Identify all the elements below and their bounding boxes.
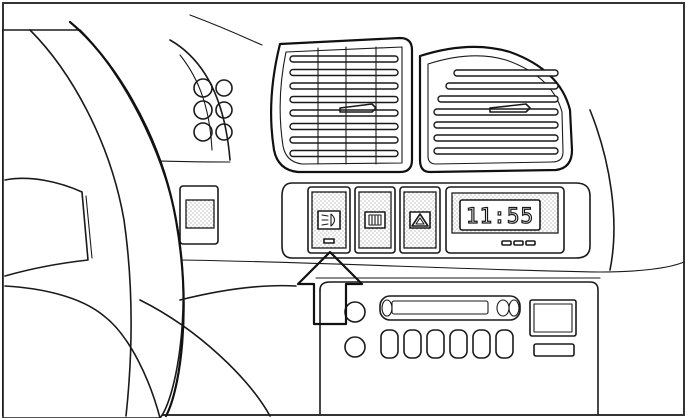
hazard-triangle-icon: [411, 213, 429, 227]
radio-eject-button[interactable]: [533, 343, 575, 357]
clock-display: 11:55: [445, 186, 565, 254]
radio-preset-button[interactable]: [426, 329, 445, 359]
cassette-slot: [379, 295, 521, 321]
left-vent-slat: [289, 95, 399, 104]
right-vent-slat: [433, 147, 559, 155]
radio-preset-button[interactable]: [403, 329, 422, 359]
radio-left-knob-top[interactable]: [344, 301, 366, 323]
lower-dash-curve: [139, 299, 271, 417]
dash-contour-lower: [179, 259, 685, 273]
wiper-stalk: [179, 284, 297, 301]
left-vent-slat: [289, 136, 399, 144]
dash-top-edge: [189, 14, 263, 46]
fog-light-icon: [321, 213, 336, 227]
rear-defrost-icon: [368, 214, 382, 226]
pointer-arrow: [296, 250, 364, 326]
left-vent-slat: [289, 149, 399, 158]
switch-bezel: [281, 182, 591, 259]
right-vent-slat: [433, 121, 559, 129]
clock-button-1[interactable]: [501, 240, 512, 246]
steering-wheel: [2, 20, 185, 418]
left-vent-slat: [289, 55, 399, 63]
fog-light-switch[interactable]: [307, 186, 351, 254]
radio-preset-button[interactable]: [495, 329, 514, 359]
left-air-vent: [269, 36, 414, 174]
radio-left-knob-bottom[interactable]: [344, 336, 366, 358]
left-vent-slat: [289, 82, 399, 90]
radio-display: [529, 299, 577, 337]
left-vent-slat: [289, 68, 399, 77]
radio-preset-button[interactable]: [449, 329, 468, 359]
hazard-switch[interactable]: [399, 186, 441, 254]
right-air-vent: [418, 45, 574, 174]
radio-preset-button[interactable]: [380, 329, 399, 359]
right-vent-slat: [453, 69, 559, 77]
fog-light-indicator: [323, 238, 335, 244]
right-vent-slat: [445, 82, 559, 90]
left-dash-switch-face: [185, 199, 215, 229]
rear-defrost-switch[interactable]: [354, 186, 396, 254]
clock-time: 11:55: [466, 204, 534, 228]
indicator-light-cluster: [193, 78, 233, 142]
clock-button-3[interactable]: [525, 240, 536, 246]
radio-preset-button[interactable]: [472, 329, 491, 359]
right-vent-slat: [433, 134, 559, 142]
dash-right-curve: [589, 109, 615, 271]
clock-button-2[interactable]: [513, 240, 524, 246]
instrument-hood: [169, 39, 231, 161]
radio-unit: [315, 277, 601, 415]
right-vent-slat: [437, 95, 559, 103]
left-vent-slat: [289, 109, 399, 117]
left-vent-slat: [289, 122, 399, 131]
